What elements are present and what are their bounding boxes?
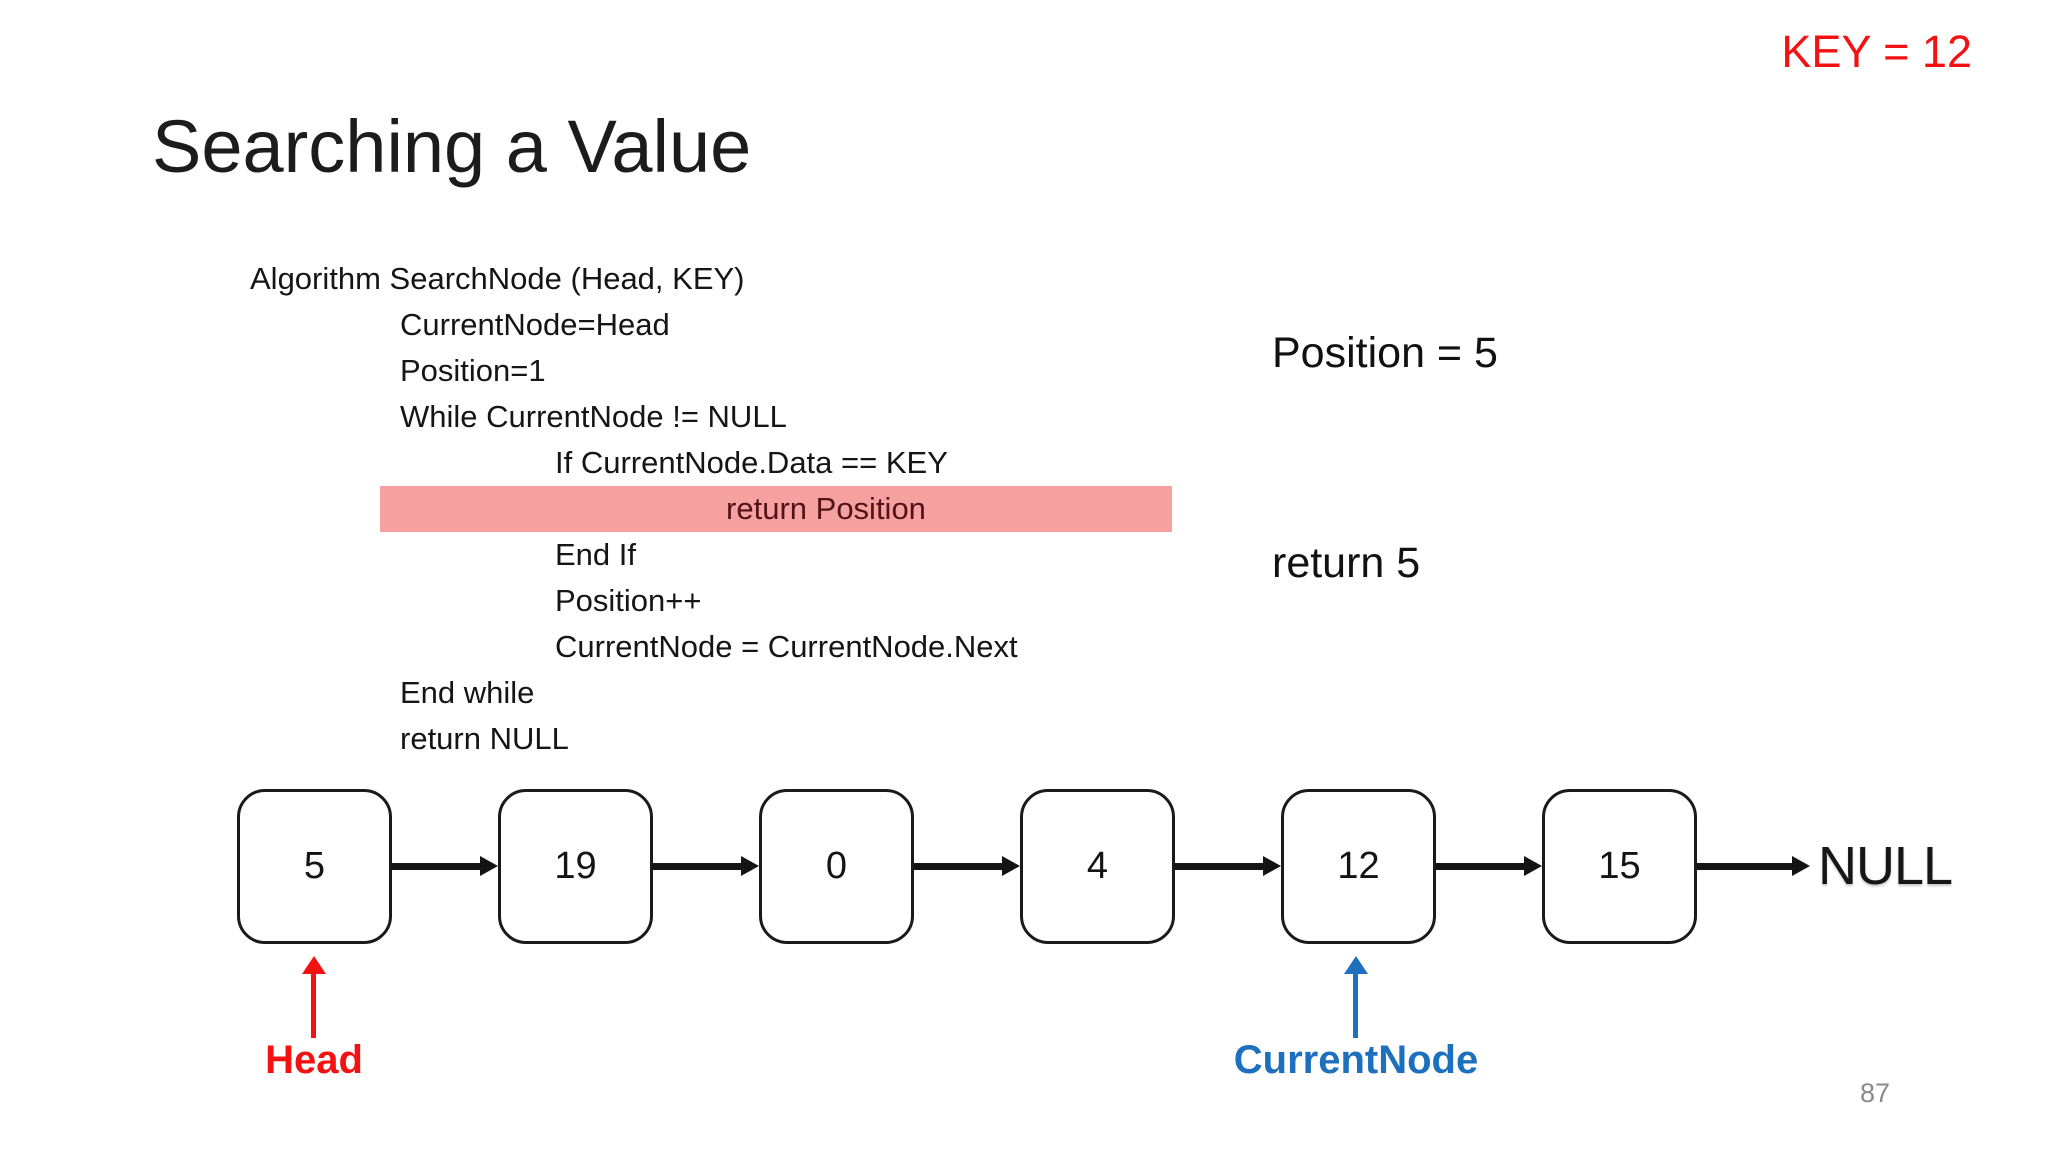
code-line: CurrentNode=Head bbox=[400, 307, 670, 342]
current-node-pointer-arrow-icon bbox=[1343, 956, 1369, 1038]
next-pointer-arrow-icon bbox=[914, 856, 1020, 876]
code-line: Position=1 bbox=[400, 353, 546, 388]
code-line: While CurrentNode != NULL bbox=[400, 399, 787, 434]
code-line: CurrentNode = CurrentNode.Next bbox=[555, 629, 1018, 664]
next-pointer-arrow-icon bbox=[1175, 856, 1281, 876]
list-node: 0 bbox=[759, 789, 914, 944]
code-line: return NULL bbox=[400, 721, 569, 756]
pseudocode-block: Algorithm SearchNode (Head, KEY) Current… bbox=[0, 256, 1172, 762]
next-pointer-arrow-icon bbox=[392, 856, 498, 876]
result-return-line: return 5 bbox=[1272, 539, 1421, 587]
result-position-line: Position = 5 bbox=[1272, 329, 1498, 377]
list-node: 4 bbox=[1020, 789, 1175, 944]
next-pointer-arrow-icon bbox=[653, 856, 759, 876]
search-result-text: Position = 5 return 5 bbox=[1272, 178, 1498, 738]
next-pointer-arrow-icon bbox=[1436, 856, 1542, 876]
code-line: If CurrentNode.Data == KEY bbox=[555, 445, 948, 480]
head-pointer-arrow-icon bbox=[301, 956, 327, 1038]
list-node: 12 bbox=[1281, 789, 1436, 944]
current-node-pointer-label: CurrentNode bbox=[1233, 1038, 1479, 1082]
page-number: 87 bbox=[1860, 1078, 1891, 1108]
null-terminator-label: NULL bbox=[1818, 836, 1953, 896]
code-line: Algorithm SearchNode (Head, KEY) bbox=[250, 261, 745, 296]
code-line: Position++ bbox=[555, 583, 702, 618]
code-line: End while bbox=[400, 675, 535, 710]
null-pointer-arrow-icon bbox=[1697, 856, 1810, 876]
list-node: 15 bbox=[1542, 789, 1697, 944]
key-value-badge: KEY = 12 bbox=[1781, 26, 1972, 77]
list-node: 19 bbox=[498, 789, 653, 944]
code-line-highlighted: return Position bbox=[380, 486, 1172, 532]
page-title: Searching a Value bbox=[152, 105, 752, 188]
code-line: End If bbox=[555, 537, 636, 572]
head-pointer-label: Head bbox=[265, 1038, 363, 1082]
list-node: 5 bbox=[237, 789, 392, 944]
